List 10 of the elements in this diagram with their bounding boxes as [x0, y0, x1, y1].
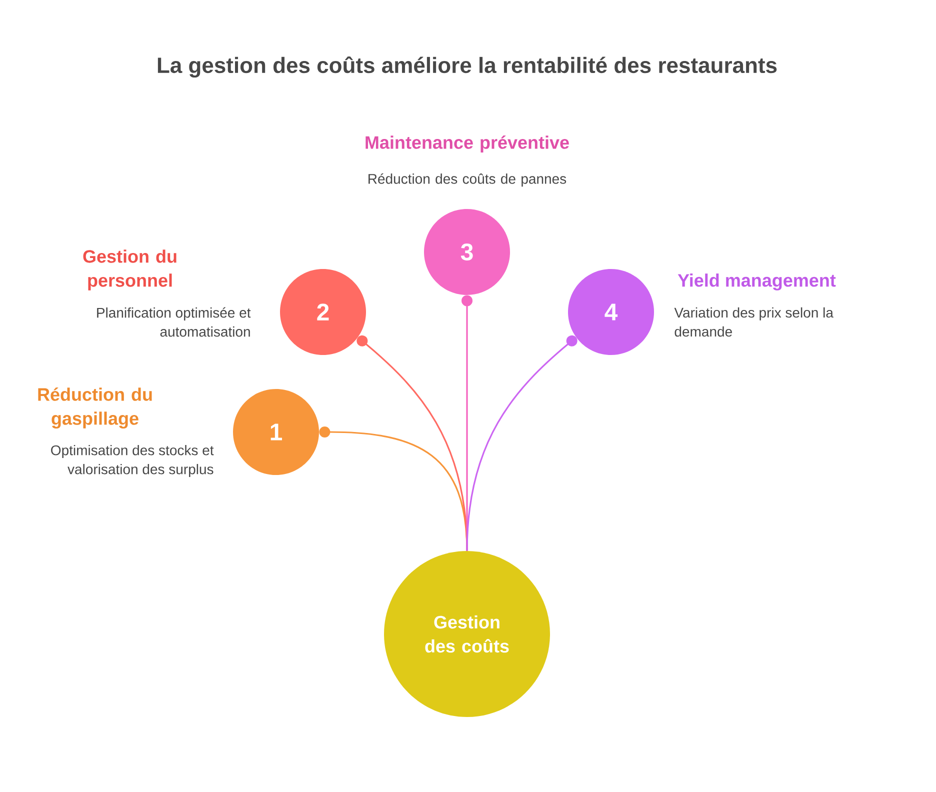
title: La gestion des coûts améliore la rentabilité des restaurants — [158, 56, 777, 78]
heading: Gestion du personnel — [83, 250, 176, 290]
heading: Maintenance préventive — [366, 136, 569, 152]
description: Variation des prix selon la demande — [674, 307, 834, 337]
description: Planification optimisée et automatisation — [97, 307, 251, 337]
connector-line — [466, 335, 578, 551]
description: Réduction des coûts de pannes — [368, 173, 566, 187]
description: Optimisation des stocks et valorisation des surplus — [51, 444, 214, 478]
heading: Réduction du gaspillage — [38, 387, 152, 428]
heading: Yield management — [678, 274, 836, 290]
